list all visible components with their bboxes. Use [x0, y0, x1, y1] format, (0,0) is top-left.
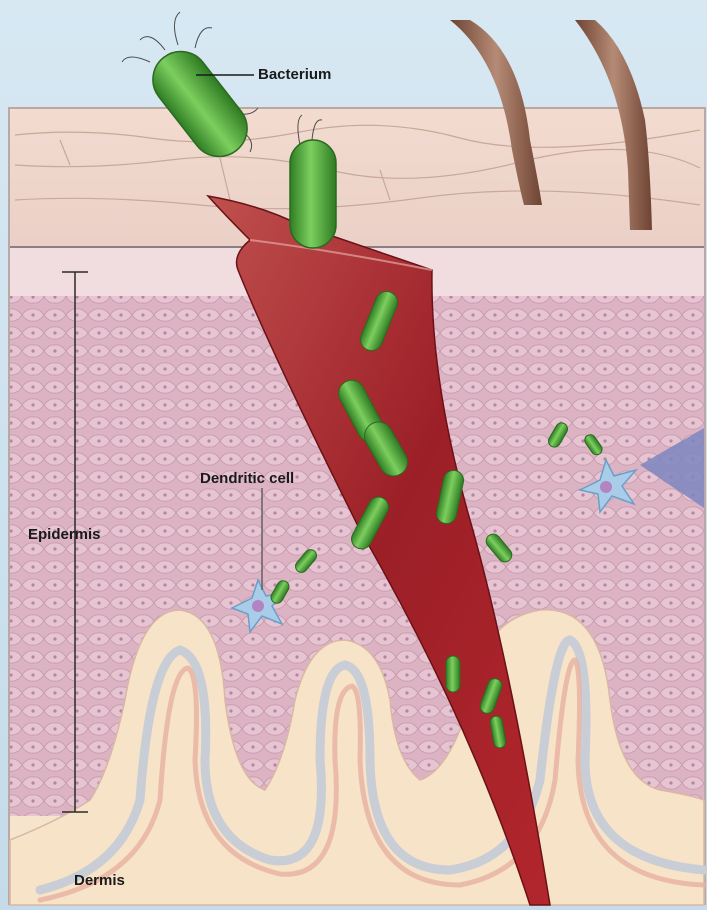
bacterium-label: Bacterium: [258, 66, 331, 83]
skin-surface-layer: [10, 109, 704, 247]
dermis-label: Dermis: [74, 872, 125, 889]
epidermis-label: Epidermis: [28, 526, 101, 543]
dendritic-cell-label: Dendritic cell: [200, 470, 294, 487]
